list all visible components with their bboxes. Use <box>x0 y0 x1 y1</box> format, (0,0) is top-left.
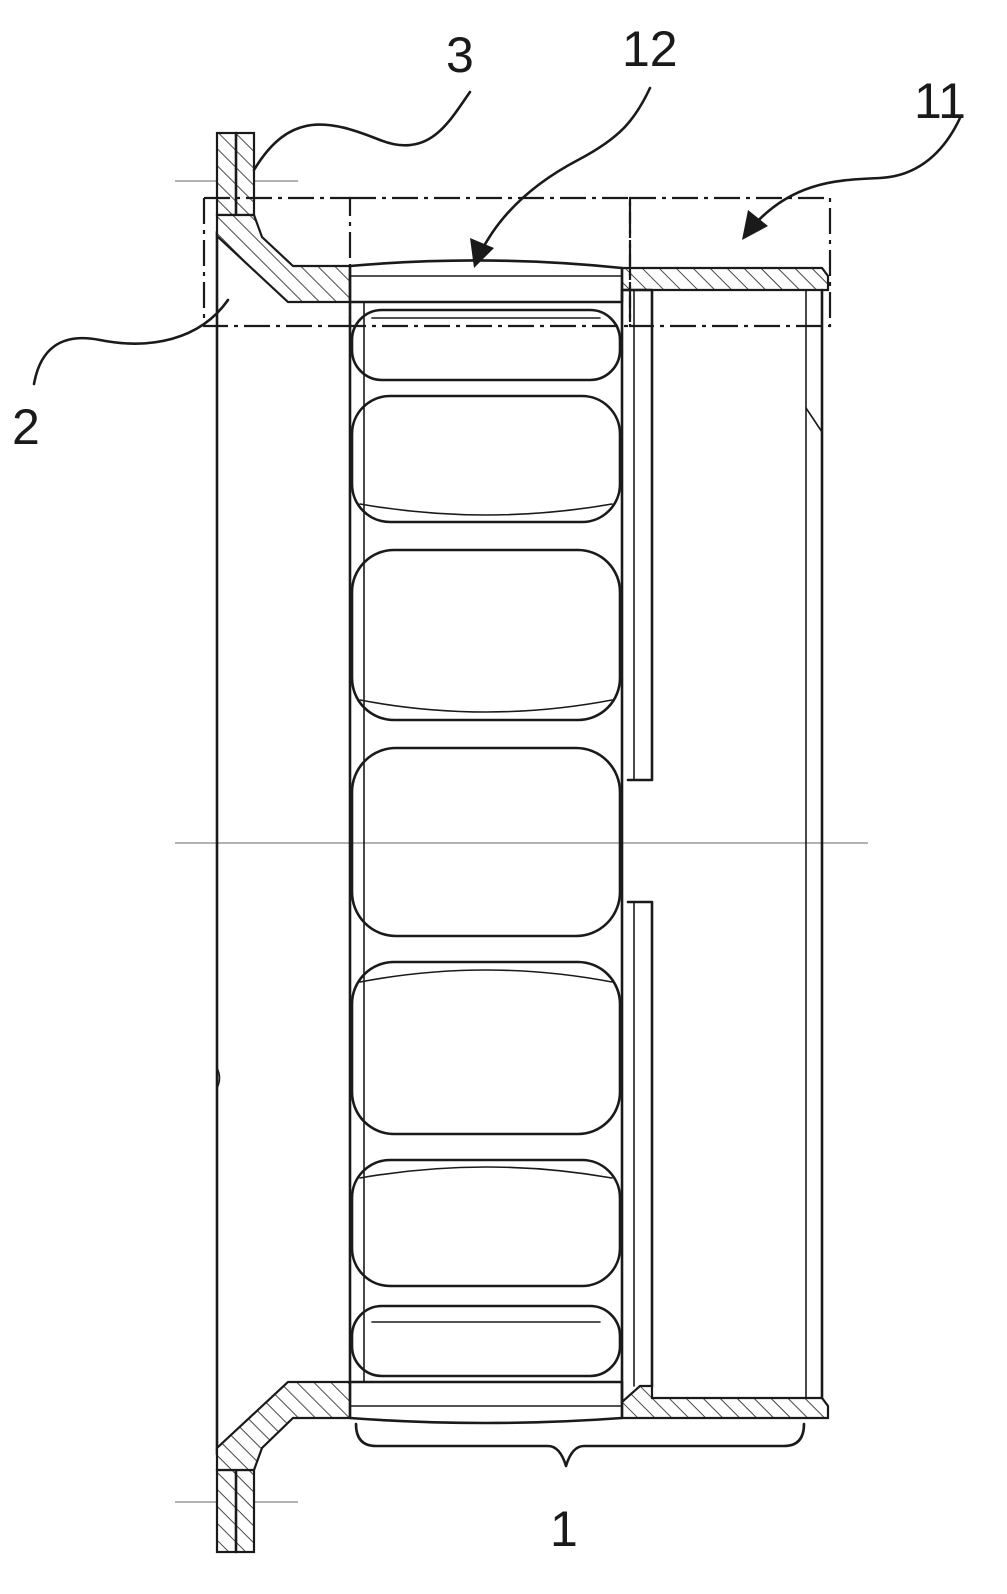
slot-top-thin <box>350 308 622 382</box>
label-1: 1 <box>550 1501 578 1557</box>
region-11-box <box>628 196 832 328</box>
leader-11 <box>746 116 962 234</box>
right-inner-taper <box>805 407 823 433</box>
slot-4 <box>350 960 622 1136</box>
bottom-flange <box>215 1468 256 1554</box>
leader-2 <box>32 298 230 386</box>
slot-5 <box>350 1158 622 1288</box>
brace-1 <box>354 1422 806 1468</box>
top-rim-bar <box>348 259 624 304</box>
label-11: 11 <box>914 73 966 129</box>
slot-3 <box>350 746 622 938</box>
top-flange <box>215 131 256 217</box>
label-3: 3 <box>446 27 474 83</box>
left-wall-notch <box>216 1067 221 1089</box>
slot-bottom-thin <box>350 1304 622 1378</box>
leader-3 <box>252 90 472 172</box>
label-12: 12 <box>622 21 678 77</box>
inner-step-wall-top <box>620 288 654 782</box>
label-2: 2 <box>12 399 40 455</box>
slot-1 <box>350 394 622 524</box>
inner-step-wall-bottom <box>626 900 654 1388</box>
bottom-tube-wall <box>620 1384 830 1420</box>
leader-12 <box>476 86 652 260</box>
bottom-cone-section <box>215 1380 352 1472</box>
top-cone-section <box>215 213 352 304</box>
top-tube-wall <box>620 266 830 292</box>
region-2-box <box>202 196 350 328</box>
bottom-rim-bar <box>348 1380 624 1425</box>
arrowhead-12 <box>470 238 494 268</box>
slot-2 <box>350 548 622 722</box>
arrowhead-11 <box>742 210 768 240</box>
